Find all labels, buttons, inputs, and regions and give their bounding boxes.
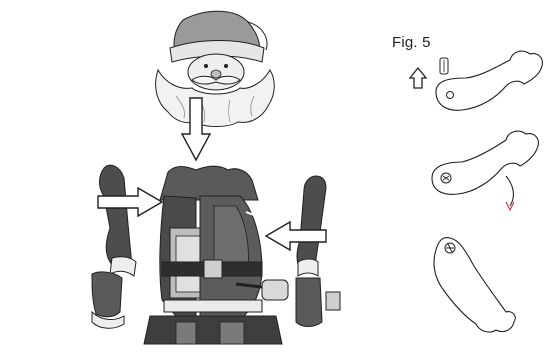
up-arrow-icon (410, 68, 426, 88)
rotate-arrow-icon (506, 176, 514, 210)
right-arm (296, 176, 340, 327)
santa-head (156, 11, 275, 126)
fig5-step-3 (434, 238, 515, 332)
peg-icon (440, 58, 448, 74)
santa-body (144, 166, 288, 344)
fig5-step-1 (410, 51, 542, 110)
fig5-step-2 (432, 131, 538, 210)
left-arm (92, 165, 136, 328)
